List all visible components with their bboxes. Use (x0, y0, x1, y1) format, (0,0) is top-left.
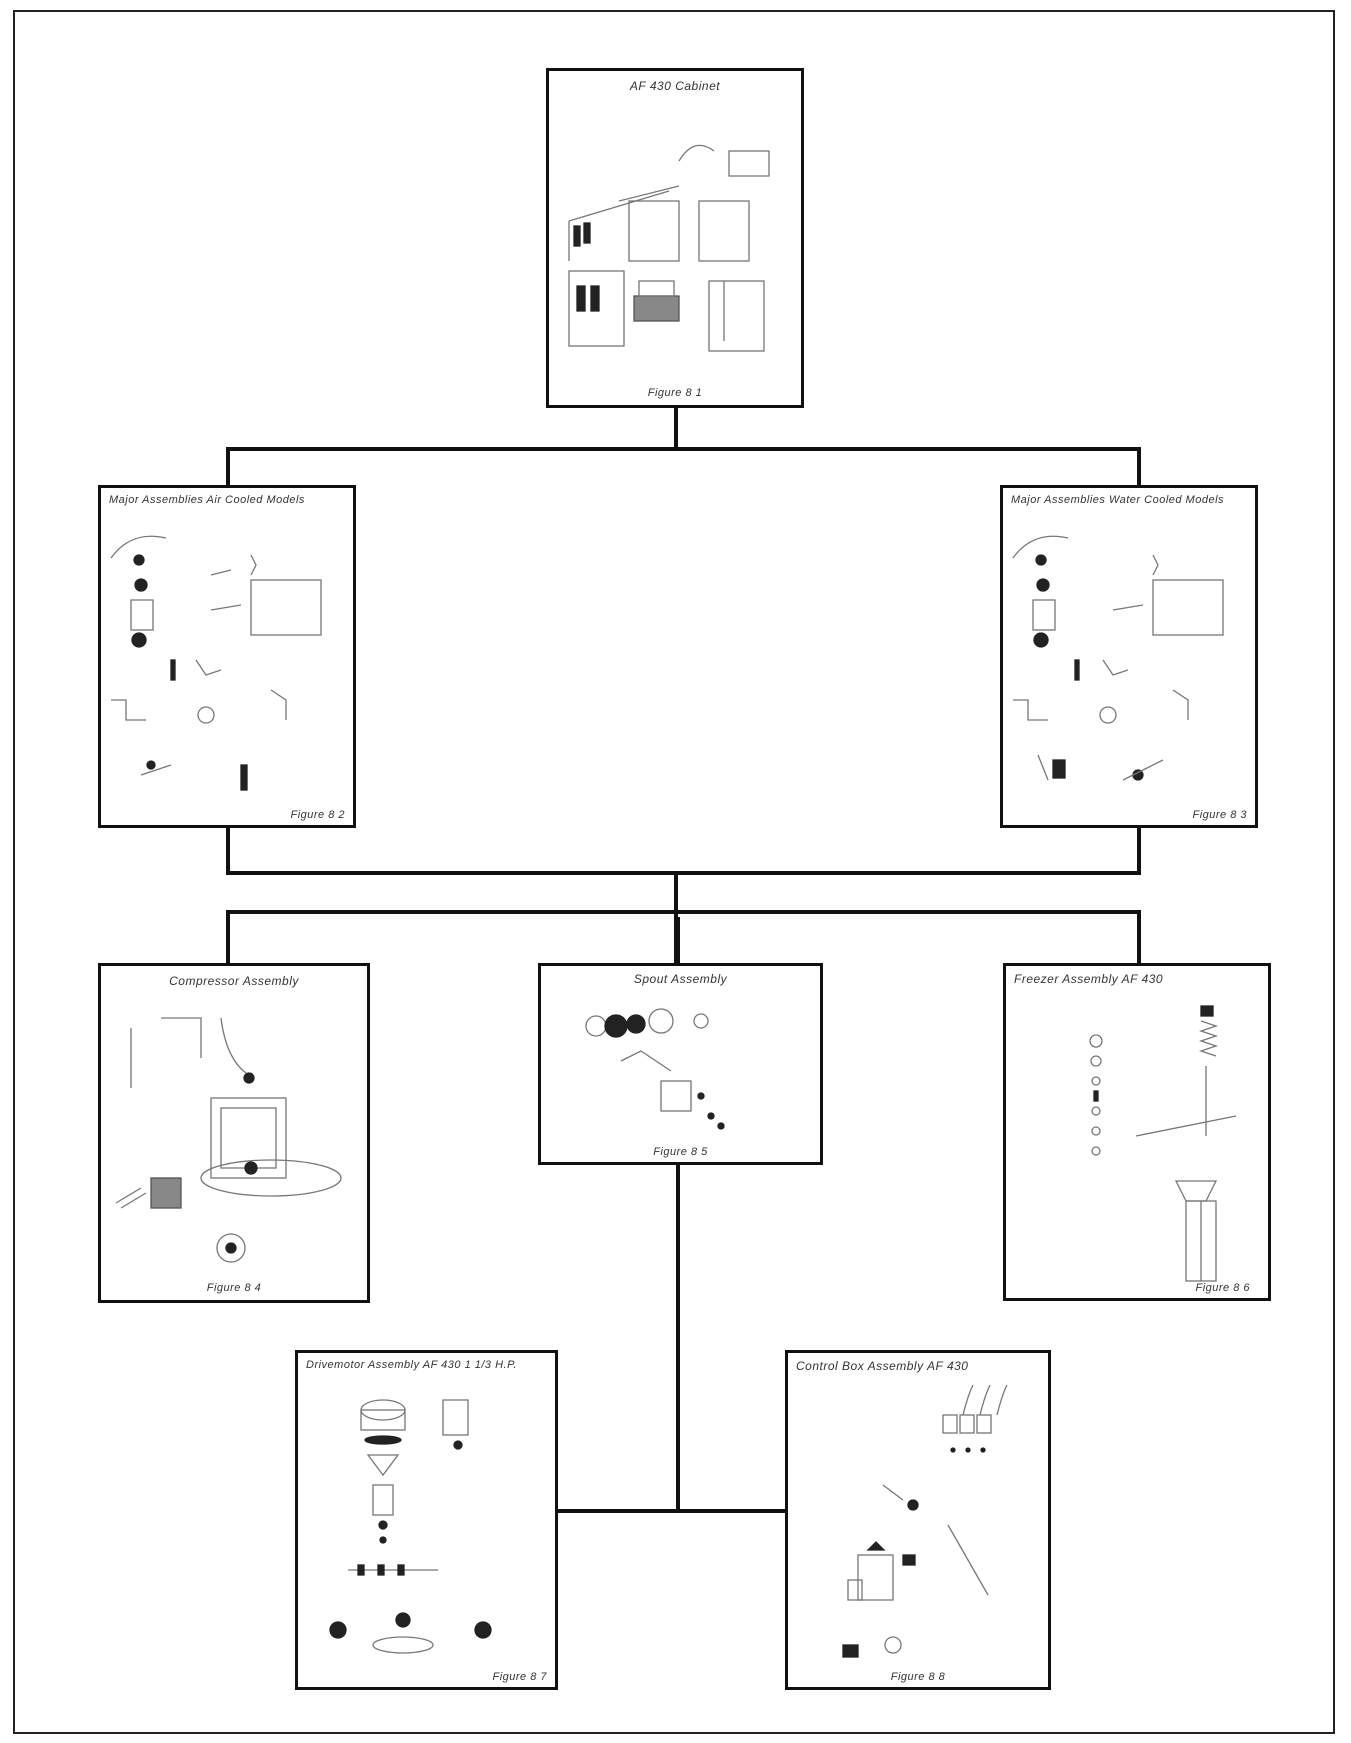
panel-cabinet[interactable]: AF 430 Cabinet Figure 8 1 (546, 68, 804, 408)
connector-mid-stem (674, 871, 678, 912)
freezer-drawing-icon (1006, 986, 1268, 1286)
connector-compressor (226, 910, 230, 963)
connector-left-down (226, 447, 230, 485)
panel-drivemotor[interactable]: Drivemotor Assembly AF 430 1 1/3 H.P. Fi… (295, 1350, 558, 1690)
connector-bottom-horizontal (558, 1509, 788, 1513)
panel-caption: Figure 8 8 (788, 1671, 1048, 1683)
panel-title: Major Assemblies Air Cooled Models (109, 494, 305, 506)
compressor-drawing-icon (101, 988, 367, 1288)
assemblies-drawing-icon (101, 510, 353, 810)
panel-caption: Figure 8 3 (1192, 809, 1247, 821)
connector-freezer (1137, 910, 1141, 963)
connector-cabinet-down (674, 408, 678, 450)
panel-control-box[interactable]: Control Box Assembly AF 430 Figure 8 8 (785, 1350, 1051, 1690)
panel-title: Control Box Assembly AF 430 (796, 1359, 968, 1373)
connector-right-down (1137, 447, 1141, 485)
panel-caption: Figure 8 5 (541, 1146, 820, 1158)
panel-title: Drivemotor Assembly AF 430 1 1/3 H.P. (306, 1359, 517, 1371)
panel-compressor[interactable]: Compressor Assembly Figure 8 4 (98, 963, 370, 1303)
connector-left-up (226, 828, 230, 873)
panel-caption: Figure 8 2 (290, 809, 345, 821)
panel-title: AF 430 Cabinet (549, 79, 801, 93)
assemblies-drawing-icon (1003, 510, 1255, 810)
panel-caption: Figure 8 7 (492, 1671, 547, 1683)
connector-mid-horizontal-top (226, 871, 1141, 875)
panel-title: Major Assemblies Water Cooled Models (1011, 494, 1224, 506)
control-box-drawing-icon (788, 1375, 1048, 1675)
spout-drawing-icon (541, 986, 820, 1146)
connector-right-up (1137, 828, 1141, 873)
panel-water-cooled[interactable]: Major Assemblies Water Cooled Models Fig… (1000, 485, 1258, 828)
panel-spout[interactable]: Spout Assembly Figure 8 5 (538, 963, 823, 1165)
panel-air-cooled[interactable]: Major Assemblies Air Cooled Models Figur… (98, 485, 356, 828)
panel-title: Freezer Assembly AF 430 (1014, 972, 1163, 986)
panel-caption: Figure 8 4 (101, 1282, 367, 1294)
panel-title: Compressor Assembly (101, 974, 367, 988)
panel-freezer[interactable]: Freezer Assembly AF 430 Figure 8 6 (1003, 963, 1271, 1301)
cabinet-drawing-icon (549, 101, 801, 391)
panel-caption: Figure 8 6 (1195, 1282, 1250, 1294)
drivemotor-drawing-icon (298, 1375, 555, 1675)
connector-top-horizontal (226, 447, 1141, 451)
panel-caption: Figure 8 1 (549, 387, 801, 399)
connector-mid-horizontal-bottom (226, 910, 1141, 914)
panel-title: Spout Assembly (541, 972, 820, 986)
